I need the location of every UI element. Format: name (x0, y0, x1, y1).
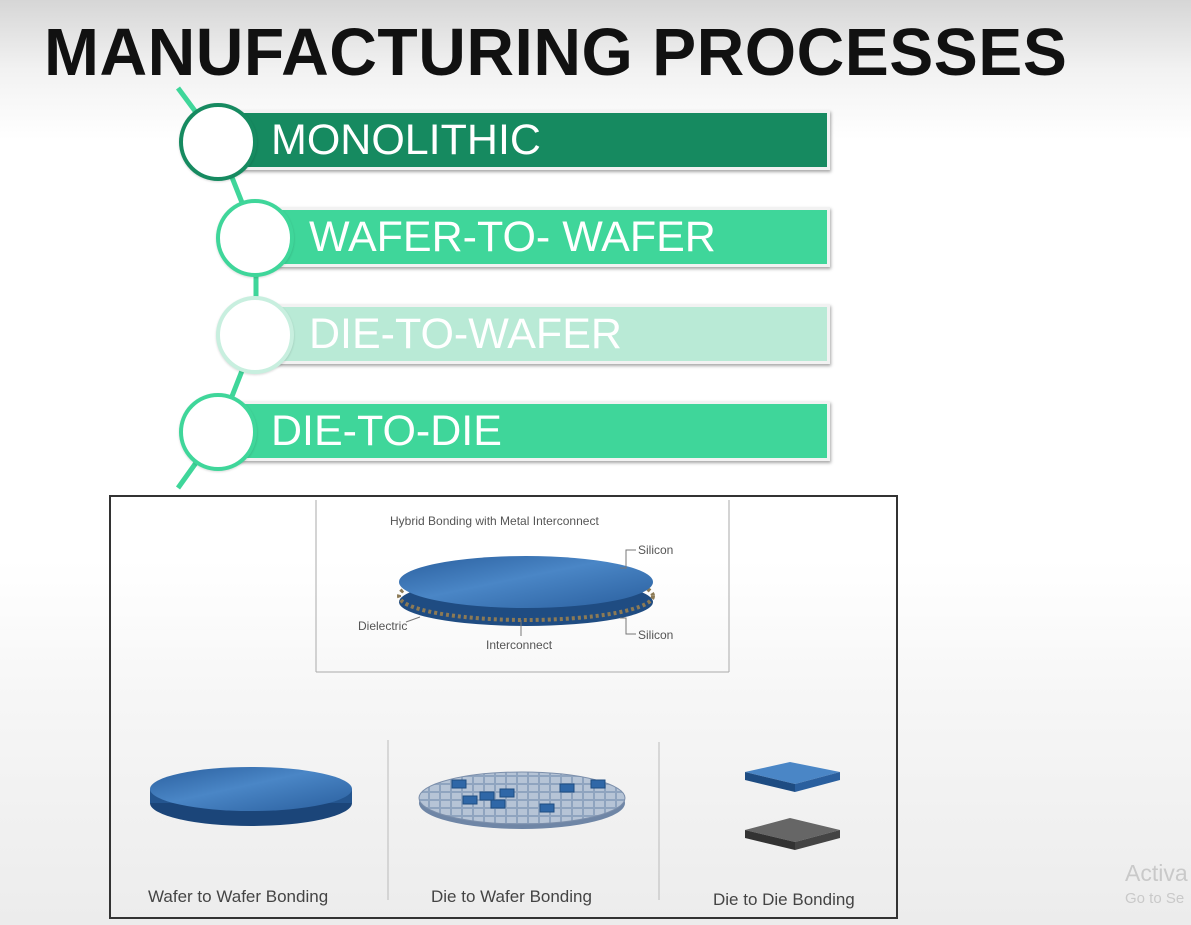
wafer-to-wafer-icon (150, 767, 352, 826)
item-bar (256, 304, 830, 364)
item-label: DIE-TO-DIE (271, 407, 502, 455)
hybrid-wafer-icon (397, 556, 655, 626)
bonding-figure-panel (109, 495, 898, 919)
hybrid-bonding-title: Hybrid Bonding with Metal Interconnect (390, 514, 599, 528)
circle-icon (179, 393, 257, 471)
callout-lines (405, 549, 636, 636)
item-bar (218, 401, 830, 461)
activation-watermark: Activa Go to Se (1125, 860, 1188, 907)
dielectric-label: Dielectric (358, 619, 408, 633)
item-label: WAFER-TO- WAFER (309, 213, 716, 261)
watermark-line2: Go to Se (1125, 890, 1185, 907)
hybrid-bonding-frame (315, 500, 730, 673)
silicon-top-label: Silicon (638, 543, 674, 557)
watermark-line1: Activa (1125, 860, 1188, 886)
page-title: MANUFACTURING PROCESSES (44, 15, 1068, 90)
item-label: DIE-TO-WAFER (309, 310, 622, 358)
die-to-die-caption: Die to Die Bonding (713, 890, 855, 909)
circle-icon (216, 296, 294, 374)
item-bar (256, 207, 830, 267)
circle-icon (216, 199, 294, 277)
die-to-wafer-icon (418, 771, 626, 829)
silicon-bottom-label: Silicon (638, 628, 674, 642)
die-to-wafer-caption: Die to Wafer Bonding (431, 887, 592, 906)
item-label: MONOLITHIC (271, 116, 541, 164)
die-to-die-icon (745, 762, 840, 850)
circle-icon (179, 103, 257, 181)
wafer-to-wafer-caption: Wafer to Wafer Bonding (148, 887, 329, 906)
item-bar (218, 110, 830, 170)
interconnect-label: Interconnect (486, 638, 553, 652)
